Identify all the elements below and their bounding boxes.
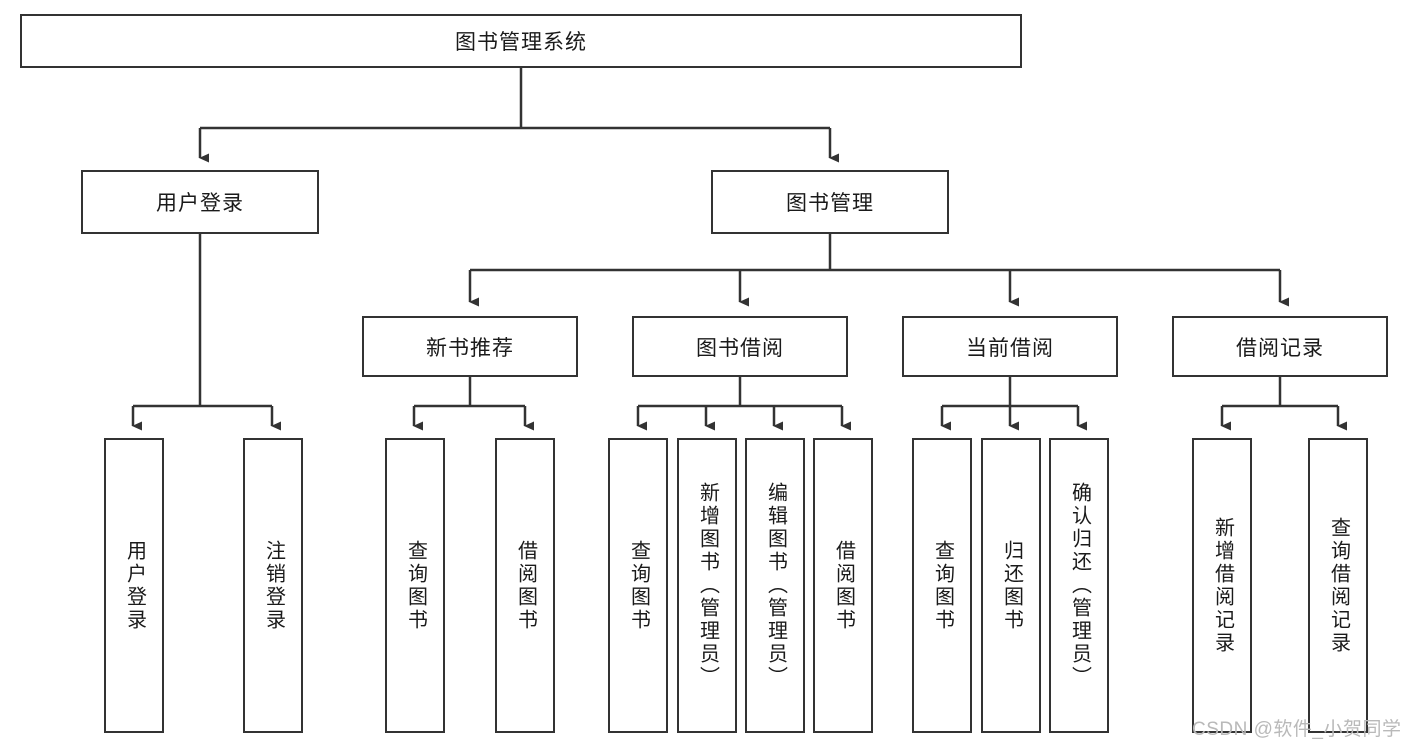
leaf-user-login[interactable]: 用户登录 [104,438,164,733]
node-label: 借阅图书 [514,539,537,632]
node-borrow-record[interactable]: 借阅记录 [1172,316,1388,377]
node-label: 借阅图书 [832,539,855,632]
node-new-book-recommend[interactable]: 新书推荐 [362,316,578,377]
node-label: 图书借阅 [696,336,784,360]
node-label: 编辑图书（管理员） [764,482,787,689]
node-book-management[interactable]: 图书管理 [711,170,949,234]
node-label: 查询图书 [404,539,427,632]
node-label: 图书管理系统 [455,31,587,54]
leaf-borrow-borrow-book[interactable]: 借阅图书 [813,438,873,733]
node-book-borrow[interactable]: 图书借阅 [632,316,848,377]
node-label: 查询图书 [627,539,650,632]
leaf-current-query-book[interactable]: 查询图书 [912,438,972,733]
node-label: 注销登录 [262,539,285,632]
node-label: 借阅记录 [1236,336,1324,360]
leaf-record-add-record[interactable]: 新增借阅记录 [1192,438,1252,733]
leaf-record-query-record[interactable]: 查询借阅记录 [1308,438,1368,733]
node-label: 确认归还（管理员） [1068,482,1091,689]
node-label: 用户登录 [123,539,146,632]
leaf-borrow-add-book[interactable]: 新增图书（管理员） [677,438,737,733]
leaf-borrow-query-book[interactable]: 查询图书 [608,438,668,733]
leaf-borrow-edit-book[interactable]: 编辑图书（管理员） [745,438,805,733]
node-label: 查询图书 [931,539,954,632]
node-label: 新增图书（管理员） [696,482,719,689]
node-label: 查询借阅记录 [1327,516,1350,655]
leaf-current-return-book[interactable]: 归还图书 [981,438,1041,733]
node-label: 新增借阅记录 [1211,516,1234,655]
node-label: 当前借阅 [966,336,1054,360]
leaf-recommend-borrow-book[interactable]: 借阅图书 [495,438,555,733]
node-label: 归还图书 [1000,539,1023,632]
csdn-watermark: CSDN @软件_小贺同学 [1192,719,1402,740]
leaf-recommend-query-book[interactable]: 查询图书 [385,438,445,733]
node-label: 用户登录 [156,192,244,215]
node-user-login[interactable]: 用户登录 [81,170,319,234]
node-current-borrow[interactable]: 当前借阅 [902,316,1118,377]
node-label: 新书推荐 [426,336,514,360]
leaf-user-logout[interactable]: 注销登录 [243,438,303,733]
node-root-system[interactable]: 图书管理系统 [20,14,1022,68]
node-label: 图书管理 [786,192,874,215]
leaf-current-confirm-return[interactable]: 确认归还（管理员） [1049,438,1109,733]
